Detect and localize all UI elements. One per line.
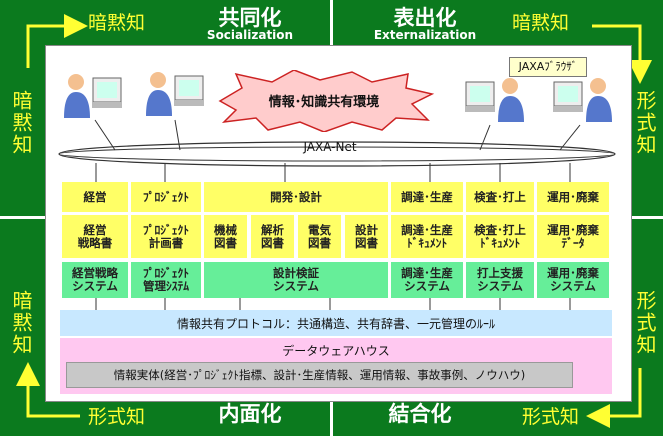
bottom-right-explicit-label: 形式知 [522,406,580,428]
data-warehouse-label: データウェアハウス [282,344,390,358]
arrow-bottom-right [586,368,642,428]
env-bubble-label: 情報･知識共有環境 [268,95,380,110]
system-project-management: ﾌﾟﾛｼﾞｪｸﾄ 管理ｼｽﾃﾑ [131,262,201,298]
header-procurement: 調達･生産 [391,182,463,212]
header-project: ﾌﾟﾛｼﾞｪｸﾄ [131,182,201,212]
header-inspection-launch: 検査･打上 [466,182,534,212]
person-at-computer-icon [64,74,122,118]
top-right-tacit-label: 暗黙知 [512,12,570,34]
arrow-top-right [592,24,652,84]
top-left-tacit-label: 暗黙知 [88,12,146,34]
doc-mechanical: 機械 図書 [204,215,247,258]
system-management-strategy: 経営戦略 システム [62,262,128,298]
left-top-tacit-label: 暗黙知 [9,90,33,156]
arrow-bottom-left [15,362,80,418]
quadrant-externalization-subtitle: Externalization [373,28,477,42]
system-procurement: 調達･生産 システム [391,262,463,298]
jaxa-net-ring [58,141,616,167]
bottom-left-explicit-label: 形式知 [88,406,146,428]
person-at-computer-icon [146,72,204,116]
person-at-computer-icon [465,78,524,122]
doc-project-plan: ﾌﾟﾛｼﾞｪｸﾄ 計画書 [131,215,201,258]
doc-design: 設計 図書 [345,215,388,258]
person-at-computer-icon [553,78,612,122]
doc-inspection-launch: 検査･打上 ﾄﾞｷｭﾒﾝﾄ [466,215,534,258]
system-launch-support: 打上支援 システム [466,262,534,298]
doc-analysis: 解析 図書 [251,215,294,258]
env-bubble-shape [218,70,435,132]
system-design-verification: 設計検証 システム [204,262,388,298]
jaxa-browser-label: JAXAﾌﾞﾗｳｻﾞ [509,57,587,77]
quadrant-internalization-title: 内面化 [218,402,282,426]
header-development-design: 開発･設計 [204,182,388,212]
information-entity-bar: 情報実体(経営･ﾌﾟﾛｼﾞｪｸﾄ指標、設計･生産情報、運用情報、事故事例、ノウハ… [66,362,573,388]
header-management: 経営 [62,182,128,212]
protocol-bar: 情報共有プロトコル：共通構造、共有辞書、一元管理のﾙｰﾙ [60,310,612,336]
jaxa-net-label: JAXA-Net [303,140,357,154]
doc-procurement: 調達･生産 ﾄﾞｷｭﾒﾝﾄ [391,215,463,258]
quadrant-socialization-title: 共同化 [218,6,282,30]
quadrant-externalization-title: 表出化 [393,6,457,30]
doc-management-strategy: 経営 戦略書 [62,215,128,258]
right-top-explicit-label: 形式知 [633,90,657,156]
left-bottom-tacit-label: 暗黙知 [9,290,33,356]
system-operation-disposal: 運用･廃棄 システム [537,262,609,298]
arrow-top-left [26,14,88,68]
quadrant-combination-title: 結合化 [388,402,452,426]
doc-operation-data: 運用･廃棄 ﾃﾞｰﾀ [537,215,609,258]
header-operation-disposal: 運用･廃棄 [537,182,609,212]
right-bottom-explicit-label: 形式知 [633,290,657,356]
quadrant-socialization-subtitle: Socialization [206,28,294,42]
doc-electrical: 電気 図書 [298,215,341,258]
